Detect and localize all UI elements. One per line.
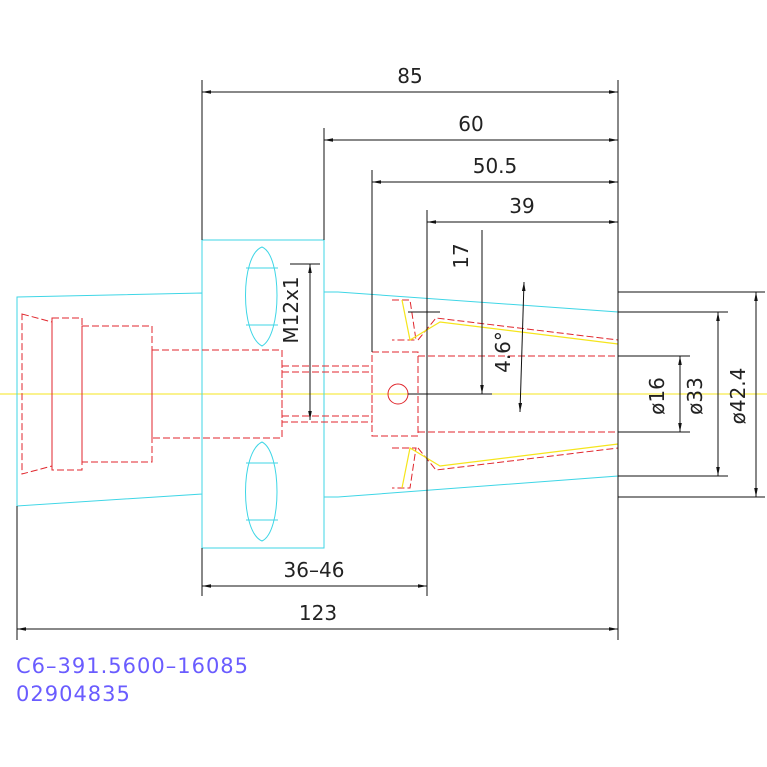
label-39: 39 <box>509 194 534 218</box>
extension-lines <box>16 80 765 640</box>
label-85: 85 <box>397 64 422 88</box>
label-dia16: ø16 <box>645 377 669 415</box>
dimline-angle <box>518 281 526 413</box>
label-36-46: 36–46 <box>284 558 345 582</box>
label-thread: M12x1 <box>279 276 303 343</box>
dimension-lines <box>17 90 758 631</box>
item-code: 02904835 <box>16 682 131 706</box>
label-123: 123 <box>299 601 337 625</box>
dimension-labels: 85 60 50.5 39 17 M12x1 4.6° ø16 ø33 ø42.… <box>279 64 750 625</box>
collet-taper <box>401 299 619 489</box>
part-number: C6–391.5600–16085 <box>16 654 250 678</box>
label-dia33: ø33 <box>683 377 707 415</box>
label-angle: 4.6° <box>491 331 515 373</box>
hidden-features <box>21 299 619 489</box>
label-dia42-4: ø42.4 <box>726 368 750 425</box>
label-50-5: 50.5 <box>473 154 518 178</box>
label-60: 60 <box>458 112 483 136</box>
label-17: 17 <box>449 243 473 268</box>
